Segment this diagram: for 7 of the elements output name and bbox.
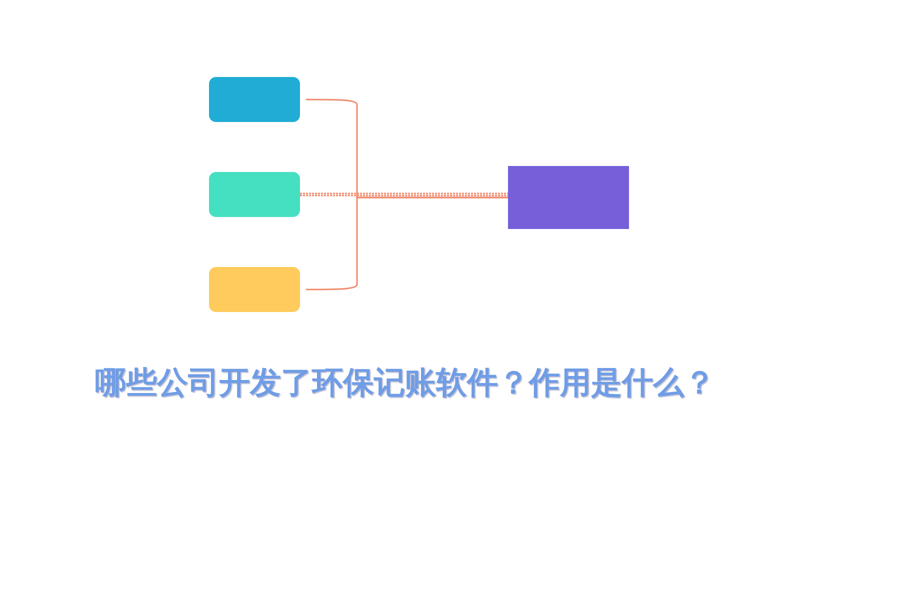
box <box>209 267 300 312</box>
box <box>508 166 629 229</box>
title: 哪些公司开发了环保记账软件？作用是什么？ <box>95 364 715 403</box>
box <box>209 172 300 217</box>
bracket-connector <box>306 196 508 290</box>
dotted-connector <box>300 192 508 196</box>
box <box>209 77 300 122</box>
